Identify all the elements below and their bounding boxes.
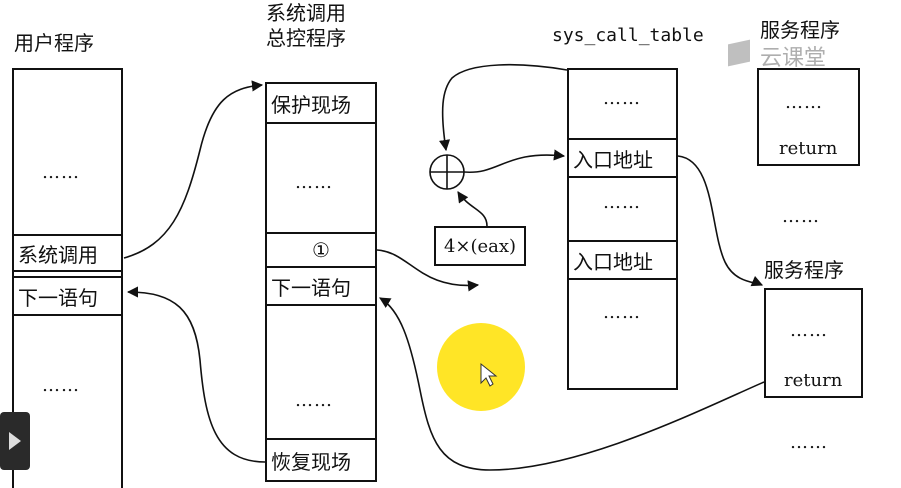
offset-box: 4×(eax) <box>434 226 526 266</box>
table-entry-address-1: 入口地址 <box>569 138 676 178</box>
restore-context-cell: 恢复现场 <box>267 438 375 480</box>
service-top-dots: …… <box>785 92 823 113</box>
handler-next-statement-cell: 下一语句 <box>267 268 375 306</box>
table-entry-address-2: 入口地址 <box>569 240 676 280</box>
handler-dots-top: …… <box>295 172 333 193</box>
mouse-cursor-icon <box>480 362 498 387</box>
play-button[interactable] <box>0 412 30 470</box>
syscall-handler-title-line2: 总控程序 <box>266 26 346 50</box>
arrow-adder-to-entry <box>463 149 566 173</box>
syscall-handler-title-line1: 系统调用 <box>266 1 346 25</box>
handler-column: 保护现场 …… ① 下一语句 …… 恢复现场 <box>265 82 377 482</box>
service-program-top-box: …… return <box>757 68 860 166</box>
user-program-title: 用户程序 <box>14 31 94 55</box>
service-mid-return: return <box>784 370 843 391</box>
bottom-dots: …… <box>790 432 828 453</box>
arrow-offset-to-adder <box>457 191 488 227</box>
user-dots-top: …… <box>42 162 80 183</box>
arrow-syscall-to-save-context <box>123 80 264 259</box>
watermark-text: 云课堂 <box>760 46 827 71</box>
sys-call-table-title: sys_call_table <box>552 25 704 46</box>
arrow-return-to-handler-next <box>379 297 765 471</box>
user-next-statement-cell: 下一语句 <box>14 276 121 316</box>
arrow-entry-to-service <box>677 155 764 287</box>
between-services-dots: …… <box>782 206 820 227</box>
handler-dots-bottom: …… <box>295 390 333 411</box>
arrow-circle-one-to-offset <box>376 249 480 292</box>
table-dots-2: …… <box>603 192 641 213</box>
circle-one-cell: ① <box>267 232 375 268</box>
table-dots-1: …… <box>603 88 641 109</box>
arrow-table-to-adder <box>438 63 568 152</box>
table-dots-3: …… <box>603 302 641 323</box>
sys-call-table-column: …… 入口地址 …… 入口地址 …… <box>567 68 678 390</box>
user-program-column: …… 系统调用 下一语句 …… <box>12 68 123 488</box>
user-dots-bottom: …… <box>42 375 80 396</box>
save-context-cell: 保护现场 <box>267 84 375 124</box>
service-program-title-mid: 服务程序 <box>764 258 844 282</box>
offset-box-label: 4×(eax) <box>443 235 517 257</box>
user-syscall-cell: 系统调用 <box>14 234 121 272</box>
circle-one-mark: ① <box>312 238 330 262</box>
service-program-title-top: 服务程序 <box>760 18 840 42</box>
arrow-restore-to-user-next <box>126 286 266 463</box>
service-program-mid-box: …… return <box>764 288 863 398</box>
service-mid-dots: …… <box>790 320 828 341</box>
service-top-return: return <box>779 138 838 159</box>
